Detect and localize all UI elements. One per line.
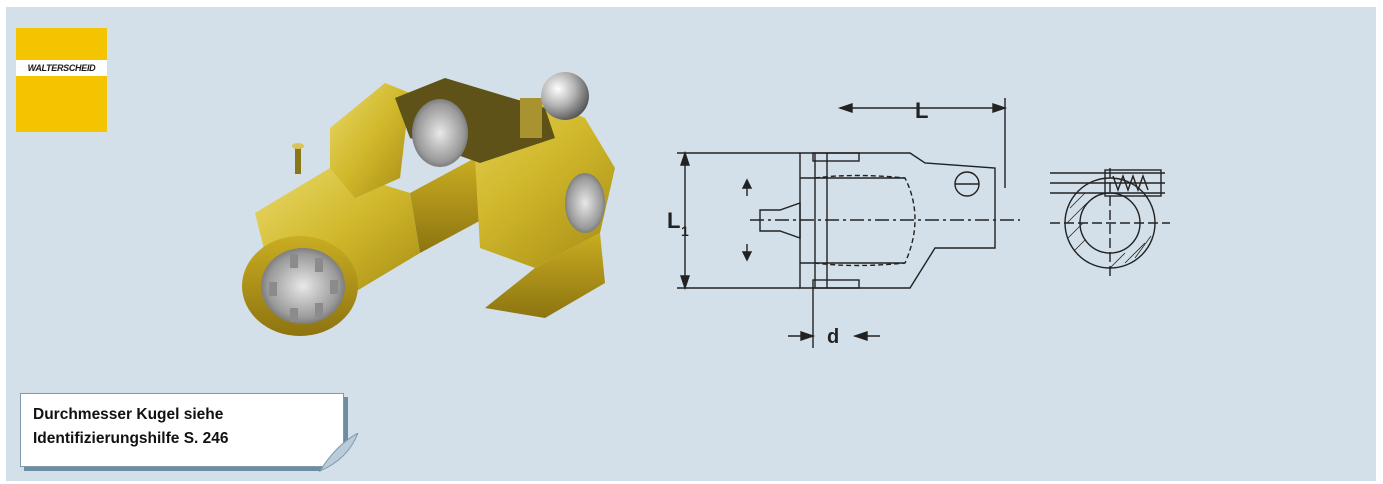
logo-band: WALTERSCHEID (16, 60, 107, 76)
dimension-label-d: d (827, 326, 839, 348)
dimension-label-L1: L (667, 208, 680, 233)
walterscheid-logo: WALTERSCHEID (16, 28, 107, 132)
logo-text: WALTERSCHEID (27, 63, 96, 73)
technical-drawing: L L 1 d (667, 98, 1170, 348)
ball-diameter-note: Durchmesser Kugel siehe Identifizierungs… (20, 393, 360, 473)
note-text: Durchmesser Kugel siehe Identifizierungs… (33, 403, 229, 451)
note-box: Durchmesser Kugel siehe Identifizierungs… (20, 393, 344, 467)
dimension-label-L1-subscript: 1 (681, 223, 689, 239)
note-line-1: Durchmesser Kugel siehe (33, 406, 224, 423)
page-curl-icon (318, 433, 359, 473)
note-line-2: Identifizierungshilfe S. 246 (33, 430, 229, 447)
dimension-label-L: L (915, 98, 928, 123)
product-image-yoke (242, 72, 615, 336)
